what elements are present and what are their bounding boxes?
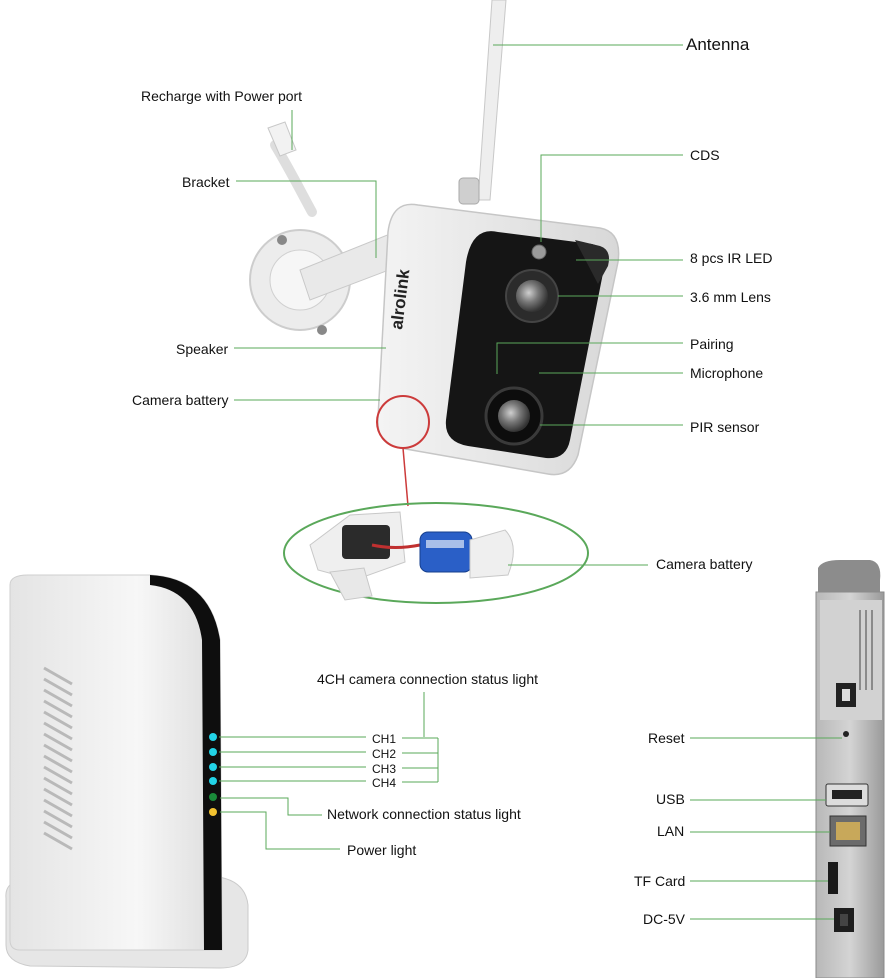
label-camera-battery-left: Camera battery xyxy=(132,392,229,408)
camera-illustration: alrolink xyxy=(249,0,620,507)
channel-callout-lines xyxy=(219,736,366,782)
vent-slot xyxy=(43,776,73,796)
vent-slot xyxy=(43,710,73,730)
channel-led-3 xyxy=(209,763,217,771)
vent-slot xyxy=(43,831,73,851)
callout-lines xyxy=(220,44,842,920)
label-speaker: Speaker xyxy=(176,341,229,357)
label-tf-card: TF Card xyxy=(634,873,686,889)
label-network-light: Network connection status light xyxy=(327,806,521,822)
vent-slot xyxy=(43,798,73,818)
label-status-light-title: 4CH camera connection status light xyxy=(317,671,538,687)
battery-detail xyxy=(283,502,589,604)
label-lan: LAN xyxy=(657,823,685,839)
label-dc-5v: DC-5V xyxy=(643,911,686,927)
vent-slot xyxy=(43,754,73,774)
label-antenna: Antenna xyxy=(686,35,750,54)
vent-slot xyxy=(43,721,73,741)
power-led xyxy=(209,808,217,816)
label-pir-sensor: PIR sensor xyxy=(690,419,760,435)
label-ch2: CH2 xyxy=(372,747,397,761)
label-pairing: Pairing xyxy=(690,336,734,352)
label-ch1: CH1 xyxy=(372,732,397,746)
label-usb: USB xyxy=(656,791,685,807)
label-microphone: Microphone xyxy=(690,365,764,381)
label-power-light: Power light xyxy=(347,842,417,858)
vent-slot xyxy=(43,677,73,697)
nvr-illustration xyxy=(5,574,249,969)
channel-led-1 xyxy=(209,733,217,741)
channel-led-2 xyxy=(209,748,217,756)
vent-slot xyxy=(43,732,73,752)
label-cds: CDS xyxy=(690,147,720,163)
nvr-led-group xyxy=(209,733,217,816)
network-led xyxy=(209,793,217,801)
vent-slot xyxy=(43,820,73,840)
vent-slot xyxy=(43,699,73,719)
label-lens: 3.6 mm Lens xyxy=(690,289,771,305)
rear-panel-illustration xyxy=(815,560,885,978)
vent-slot xyxy=(43,666,73,686)
label-recharge-port: Recharge with Power port xyxy=(141,88,303,104)
label-ch3: CH3 xyxy=(372,762,397,776)
channel-led-4 xyxy=(209,777,217,785)
vent-slot xyxy=(43,765,73,785)
vent-slot xyxy=(43,688,73,708)
vent-slot xyxy=(43,787,73,807)
vent-slot xyxy=(43,809,73,829)
label-ir-led: 8 pcs IR LED xyxy=(690,250,773,266)
label-ch4: CH4 xyxy=(372,776,397,790)
label-camera-battery-right: Camera battery xyxy=(656,556,753,572)
label-bracket: Bracket xyxy=(182,174,230,190)
label-reset: Reset xyxy=(648,730,685,746)
vent-slot xyxy=(43,743,73,763)
